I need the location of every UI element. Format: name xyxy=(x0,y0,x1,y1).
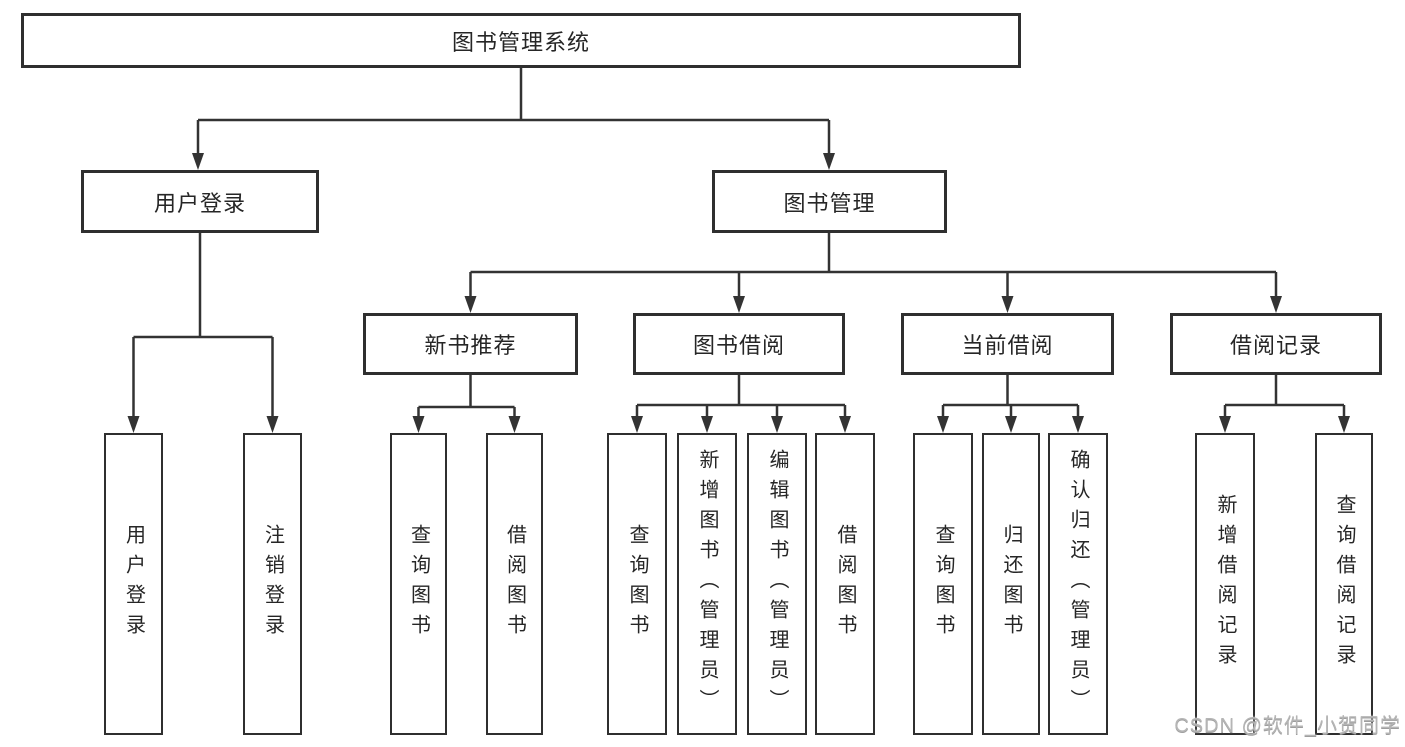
node-borrowing-records: 借阅记录 xyxy=(1170,313,1382,375)
node-book-borrowing: 图书借阅 xyxy=(633,313,845,375)
connector-current-borrowing-branch xyxy=(937,375,1084,433)
node-user-login: 用户登录 xyxy=(81,170,319,233)
node-edit-book-admin: 编辑图书（管理员） xyxy=(747,433,807,735)
node-borrowing-borrow-books: 借阅图书 xyxy=(815,433,875,735)
node-recommend-query-books: 查询图书 xyxy=(390,433,447,735)
node-query-borrow-record: 查询借阅记录 xyxy=(1315,433,1373,735)
node-current-borrowing: 当前借阅 xyxy=(901,313,1114,375)
connector-new-book-recommend-branch xyxy=(412,375,521,433)
connector-book-management-branch xyxy=(464,233,1282,313)
node-logout-leaf: 注销登录 xyxy=(243,433,302,735)
node-confirm-return-admin: 确认归还（管理员） xyxy=(1048,433,1108,735)
node-add-borrow-record: 新增借阅记录 xyxy=(1195,433,1255,735)
node-user-login-leaf: 用户登录 xyxy=(104,433,163,735)
node-root: 图书管理系统 xyxy=(21,13,1021,68)
connector-user-login-branch xyxy=(127,233,279,433)
connector-root-to-level2 xyxy=(192,68,835,170)
connector-book-borrowing-branch xyxy=(631,375,851,433)
node-borrowing-query-books: 查询图书 xyxy=(607,433,667,735)
node-book-management: 图书管理 xyxy=(712,170,947,233)
node-recommend-borrow-books: 借阅图书 xyxy=(486,433,543,735)
csdn-watermark: CSDN @软件_小贺同学 xyxy=(1174,715,1401,737)
node-add-book-admin: 新增图书（管理员） xyxy=(677,433,737,735)
connector-borrowing-records-branch xyxy=(1219,375,1350,433)
node-return-books: 归还图书 xyxy=(982,433,1040,735)
node-new-book-recommend: 新书推荐 xyxy=(363,313,578,375)
node-current-query-books: 查询图书 xyxy=(913,433,973,735)
